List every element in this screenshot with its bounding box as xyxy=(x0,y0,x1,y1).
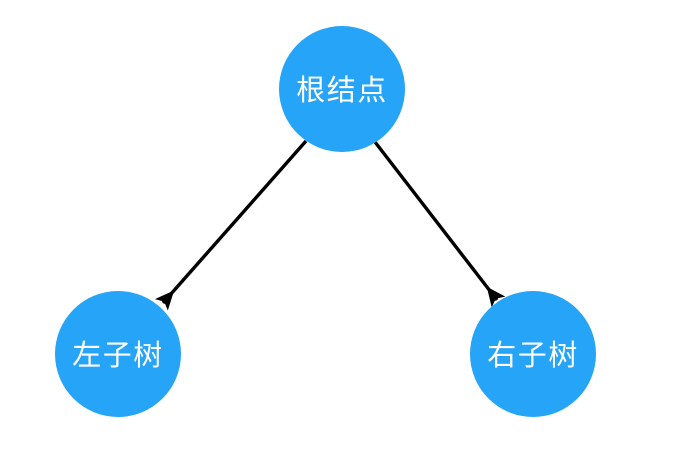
node-right-subtree[interactable]: 右子树 xyxy=(470,291,596,417)
node-left-subtree-label: 左子树 xyxy=(72,338,164,372)
node-right-subtree-label: 右子树 xyxy=(487,338,579,372)
node-root-label: 根结点 xyxy=(296,73,388,107)
edge-root-to-right-subtree xyxy=(373,140,506,308)
edge-line-root-right xyxy=(373,140,506,308)
node-left-subtree-circle[interactable] xyxy=(55,291,181,417)
node-root-circle[interactable] xyxy=(279,26,405,152)
node-right-subtree-circle[interactable] xyxy=(470,291,596,417)
node-left-subtree[interactable]: 左子树 xyxy=(55,291,181,417)
edge-line-root-left xyxy=(154,139,308,311)
edge-root-to-left-subtree xyxy=(154,139,308,311)
node-root[interactable]: 根结点 xyxy=(279,26,405,152)
